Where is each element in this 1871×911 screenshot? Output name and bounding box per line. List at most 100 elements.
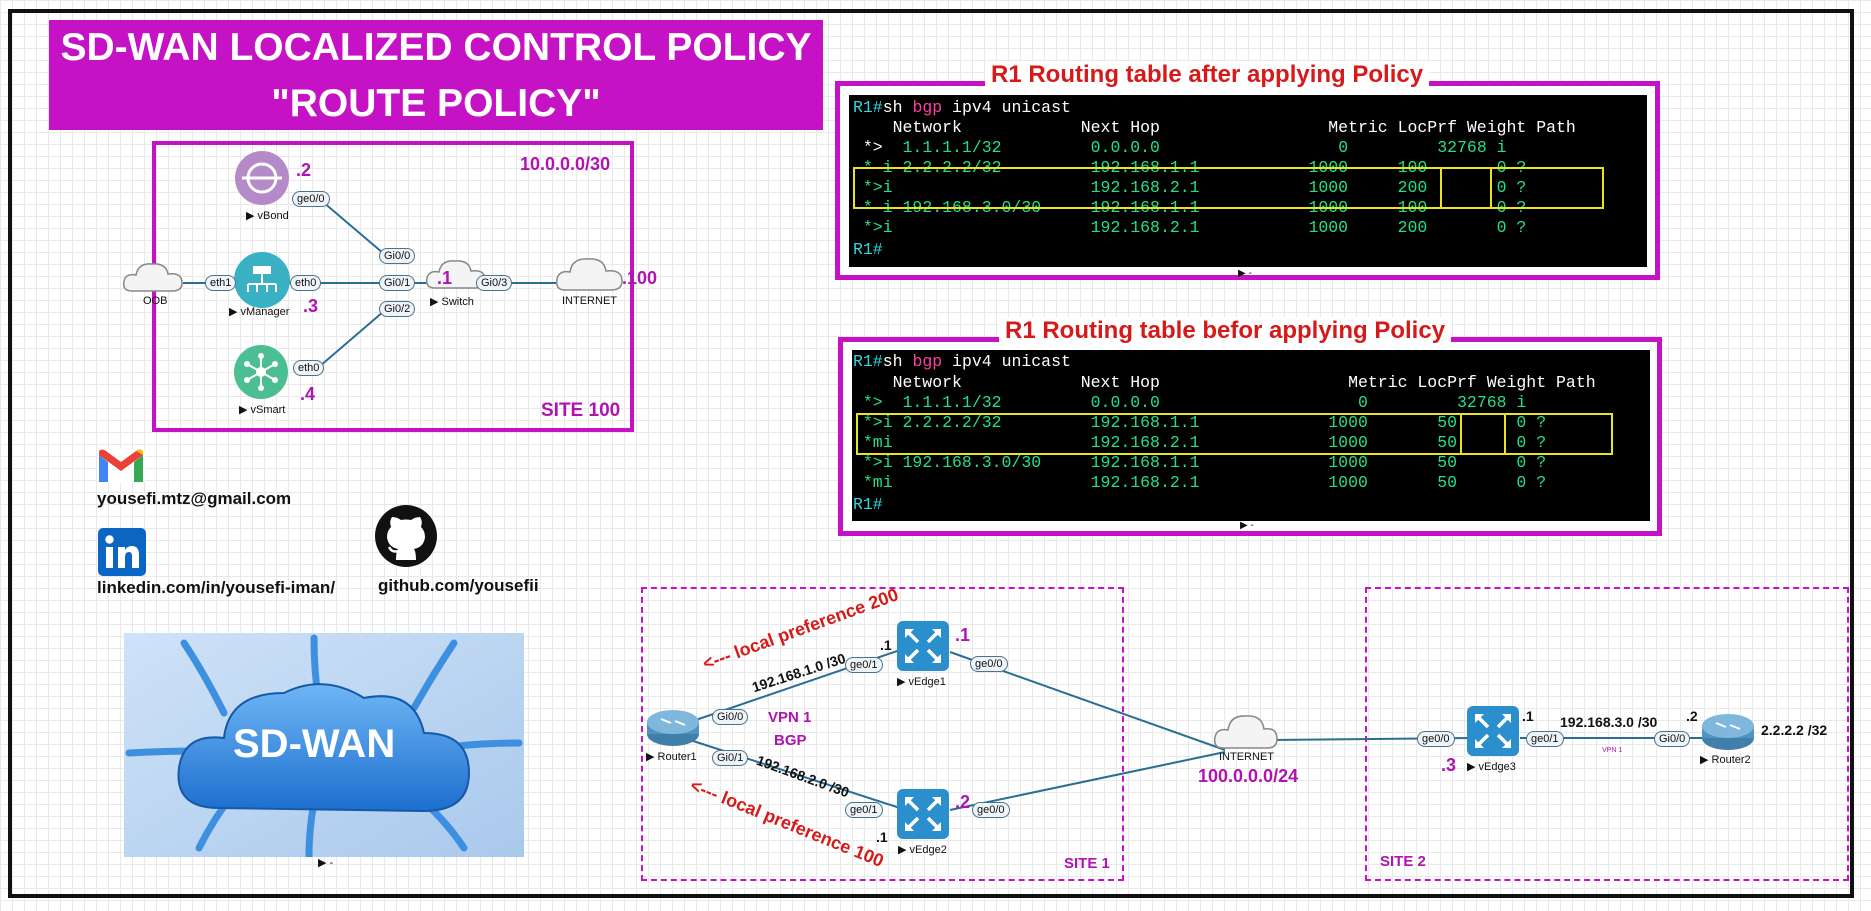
before-highlight-locprf: [1460, 413, 1506, 455]
before-policy-terminal: R1# sh bgp ipv4 unicast Network Next Hop …: [852, 350, 1650, 521]
switch-iface-gi03: Gi0/3: [476, 275, 513, 291]
vbond-iface: ge0/0: [292, 191, 330, 207]
vedge3-iface-ge01: ge0/1: [1526, 731, 1564, 747]
before-row-2-status: *>i: [853, 413, 893, 432]
internet-host-id: .100: [622, 268, 658, 288]
before-cmd-bgp: bgp: [912, 352, 943, 371]
oob-label: OOB: [143, 295, 168, 307]
vedge3-icon[interactable]: [1466, 705, 1520, 757]
before-row-1-status: *>: [853, 393, 883, 412]
after-header: Network Next Hop Metric LocPrf Weight Pa…: [853, 118, 1576, 137]
site2-vpn-small: VPN 1: [1602, 747, 1623, 754]
vedge1-host-id: .1: [955, 625, 971, 645]
before-row-4-text: 192.168.3.0/30 192.168.1.1 1000 50 0 ?: [892, 453, 1547, 472]
switch-iface-gi00: Gi0/0: [379, 248, 416, 264]
before-row-3-text: 192.168.2.1 1000 50 0 ?: [892, 433, 1547, 452]
before-row-1: *> 1.1.1.1/32 0.0.0.0 0 32768 i: [853, 393, 1526, 413]
vbond-icon[interactable]: [234, 150, 290, 206]
vmanager-label: ▶ vManager: [229, 306, 290, 318]
after-row-3: *>i 192.168.2.1 1000 200 0 ?: [853, 178, 1526, 198]
switch-iface-gi02: Gi0/2: [379, 301, 416, 317]
router1-icon[interactable]: [645, 708, 701, 748]
after-cmd-sh: sh: [882, 98, 913, 117]
wan-internet-cloud-icon[interactable]: [1213, 710, 1279, 752]
router2-icon[interactable]: [1700, 712, 1756, 752]
router2-label: ▶ Router2: [1700, 754, 1751, 766]
after-row-5-text: 192.168.2.1 1000 200 0 ?: [892, 218, 1527, 237]
linkedin-text[interactable]: linkedin.com/in/yousefi-iman/: [97, 578, 336, 597]
vedge3-label: ▶ vEdge3: [1467, 761, 1516, 773]
before-row-5-text: 192.168.2.1 1000 50 0 ?: [892, 473, 1547, 492]
site100-internet-cloud-icon[interactable]: [555, 254, 625, 294]
vedge3-name: vEdge3: [1478, 761, 1516, 773]
site2-box: [1365, 587, 1849, 881]
vedge2-iface-ge00: ge0/0: [972, 802, 1010, 818]
r1-iface-gi00: Gi0/0: [712, 709, 749, 725]
r2-iface-gi00: Gi0/0: [1654, 731, 1691, 747]
site100-internet-label: INTERNET: [562, 295, 617, 307]
vedge2-host-id: .2: [955, 792, 971, 812]
after-row-3-text: 192.168.2.1 1000 200 0 ?: [892, 178, 1527, 197]
vmanager-iface-eth0: eth0: [290, 275, 322, 291]
vbond-name: vBond: [257, 210, 289, 222]
router2-name: Router2: [1711, 754, 1751, 766]
before-cmd-sh: sh: [882, 352, 913, 371]
r1-host-id-a: .1: [880, 637, 892, 653]
vbond-label: ▶ vBond: [246, 210, 289, 222]
vedge1-iface-ge01: ge0/1: [845, 657, 883, 673]
vmanager-icon[interactable]: [233, 251, 291, 309]
sdwan-image-caption: ▶ -: [318, 857, 334, 869]
before-row-5-status: *mi: [853, 473, 893, 492]
github-icon[interactable]: [374, 504, 438, 568]
after-row-5-status: *>i: [853, 218, 893, 237]
oob-cloud-icon: [122, 263, 183, 292]
before-end-prompt: R1#: [853, 495, 883, 514]
gmail-icon[interactable]: [96, 447, 146, 485]
bgp-label: BGP: [774, 732, 807, 749]
vsmart-label: ▶ vSmart: [239, 404, 286, 416]
vedge3-host-id-3: .3: [1441, 755, 1457, 775]
router1-name: Router1: [657, 751, 697, 763]
email-text[interactable]: yousefi.mtz@gmail.com: [97, 489, 292, 508]
vedge1-name: vEdge1: [908, 676, 946, 688]
before-row-3: *mi 192.168.2.1 1000 50 0 ?: [853, 433, 1546, 453]
vsmart-host-id: .4: [300, 384, 316, 404]
after-cmd-line: R1#sh bgp ipv4 unicast: [853, 98, 1071, 118]
before-row-5: *mi 192.168.2.1 1000 50 0 ?: [853, 473, 1546, 493]
before-row-2: *>i 2.2.2.2/32 192.168.1.1 1000 50 0 ?: [853, 413, 1546, 433]
sdwan-cloud-text: SD-WAN: [233, 722, 396, 766]
router2-host-id: .2: [1686, 708, 1698, 724]
router2-loopback: 2.2.2.2 /32: [1761, 722, 1828, 738]
after-prompt: R1#: [853, 98, 883, 117]
after-row-1: *> 1.1.1.1/32 0.0.0.0 0 32768 i: [853, 138, 1507, 158]
after-cmd-rest: ipv4 unicast: [942, 98, 1071, 117]
github-text[interactable]: github.com/yousefii: [378, 576, 539, 595]
after-highlight-rows: [853, 167, 1604, 209]
vedge1-icon[interactable]: [896, 620, 950, 672]
title-line-1: SD-WAN LOCALIZED CONTROL POLICY: [60, 26, 812, 69]
before-row-4: *>i 192.168.3.0/30 192.168.1.1 1000 50 0…: [853, 453, 1546, 473]
vedge3-host-id-1: .1: [1522, 708, 1534, 724]
after-policy-footer: ▶ -: [1238, 268, 1252, 279]
vedge2-iface-ge01: ge0/1: [845, 802, 883, 818]
vmanager-host-id: .3: [303, 296, 319, 316]
before-row-1-text: 1.1.1.1/32 0.0.0.0 0 32768 i: [882, 393, 1527, 412]
before-header: Network Next Hop Metric LocPrf Weight Pa…: [853, 373, 1596, 392]
vedge2-icon[interactable]: [896, 788, 950, 840]
site100-subnet: 10.0.0.0/30: [520, 154, 611, 174]
vsmart-name: vSmart: [250, 404, 286, 416]
site1-box: [641, 587, 1124, 881]
vsmart-icon[interactable]: [233, 344, 289, 400]
after-row-5: *>i 192.168.2.1 1000 200 0 ?: [853, 218, 1526, 238]
site2-label: SITE 2: [1380, 853, 1426, 870]
before-cmd-rest: ipv4 unicast: [942, 352, 1071, 371]
vedge1-label: ▶ vEdge1: [897, 676, 946, 688]
vedge3-iface-ge00: ge0/0: [1417, 731, 1455, 747]
linkedin-icon[interactable]: [98, 528, 146, 576]
vpn-label: VPN 1: [768, 709, 812, 726]
before-row-3-status: *mi: [853, 433, 893, 452]
title-line-2: "ROUTE POLICY": [271, 82, 601, 125]
router1-label: ▶ Router1: [646, 751, 697, 763]
